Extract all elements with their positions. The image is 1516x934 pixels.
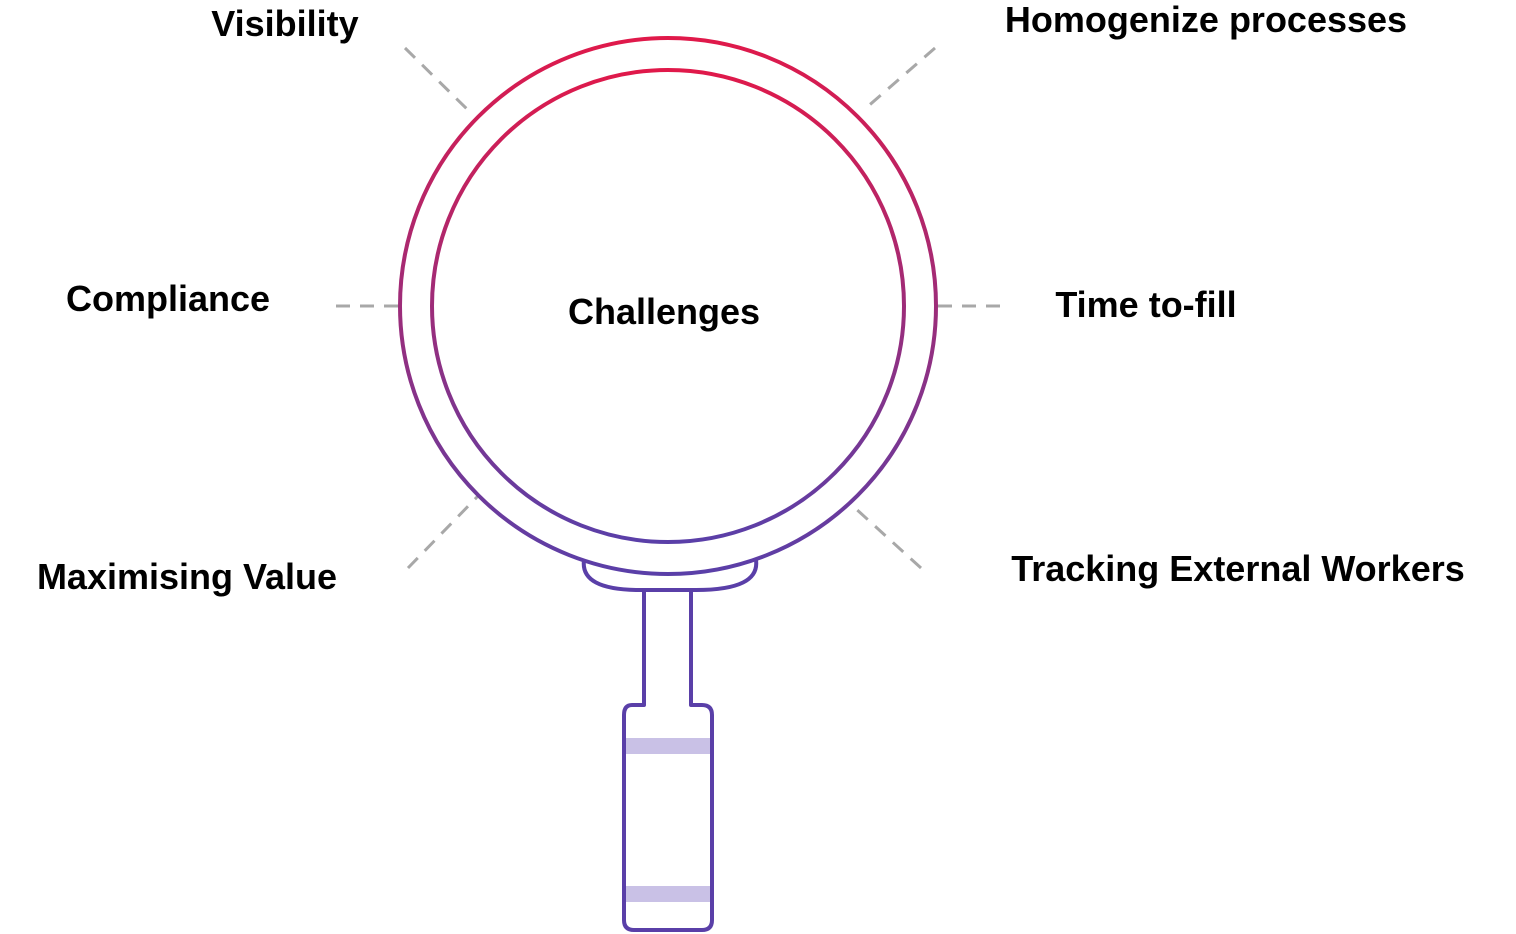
label-tracking-external-workers: Tracking External Workers (1011, 548, 1465, 589)
label-time-to-fill: Time to-fill (1055, 284, 1236, 325)
center-label: Challenges (568, 291, 760, 332)
label-compliance: Compliance (66, 278, 270, 319)
handle-band-bottom (626, 886, 710, 902)
handle-stem (622, 590, 714, 932)
label-visibility: Visibility (211, 3, 358, 44)
magnifying-glass-icon (398, 36, 938, 932)
connector-tracking-external (853, 506, 923, 570)
handle-band-top (626, 738, 710, 754)
connector-visibility (403, 46, 472, 114)
connector-maximising-value (406, 494, 480, 570)
label-maximising-value: Maximising Value (37, 556, 337, 597)
label-homogenize-processes: Homogenize processes (1005, 0, 1407, 40)
inner-lens-ring (430, 68, 906, 544)
connectors (336, 46, 1005, 570)
connector-homogenize (865, 46, 936, 110)
